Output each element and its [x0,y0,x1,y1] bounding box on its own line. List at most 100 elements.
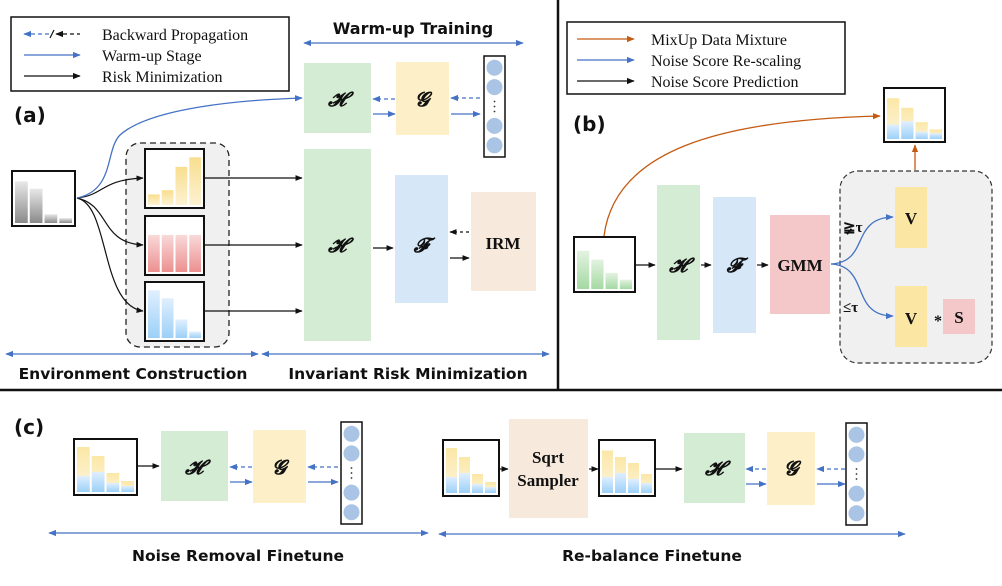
env-construction-label: Environment Construction [19,365,248,383]
arrow-GMM-to-V-lower [830,263,894,320]
ellipsis-dot [493,110,496,113]
output-node [486,117,503,134]
block-warmup-G-label: 𝓖 [415,87,433,111]
histogram-bar-yellow [472,474,483,493]
block-GMM-label: GMM [777,256,822,275]
histogram-bar-yellow [602,450,613,493]
output-node [343,504,360,521]
block-warmup-H [304,63,371,133]
histogram-bar [161,234,174,272]
histogram-c-rebalance-input [442,439,500,497]
output-nodes-c1 [340,421,363,525]
block-IRM-label: IRM [486,234,521,253]
block-c-G2 [767,432,815,505]
block-V-upper-label: V [905,209,918,228]
histogram-bar-blue [915,131,928,139]
panel-a: Backward Propagation Warm-up Stage Risk … [5,16,550,383]
block-IRM [471,192,536,291]
panel-a-label: (a) [14,103,46,127]
block-V-lower-label: V [905,309,918,328]
block-b-F [713,197,756,333]
block-sqrt-sampler [509,419,588,518]
ellipsis-dot [350,472,353,474]
histogram-bar [148,234,160,272]
output-node [343,425,360,442]
multiply-sign: * [934,313,942,330]
legend-a: Backward Propagation Warm-up Stage Risk … [10,16,290,92]
legend-b-rescaling-label: Noise Score Re-scaling [651,53,801,70]
histogram-bar [591,259,604,289]
block-c-G1 [253,430,306,503]
arrow-GMM-to-V-upper [830,214,894,265]
histogram-a-input [11,170,76,227]
legend-a-backward-label: Backward Propagation [102,27,248,44]
sqrt-sampler-label-line2: Sampler [517,471,579,490]
threshold-upper-label: ≩τ [843,220,863,236]
histogram-bar-blue [106,483,120,492]
histogram-bar [15,181,28,223]
histogram-bar [619,279,632,289]
ellipsis-dot [493,105,496,108]
histogram-env-1 [144,148,205,209]
histogram-bar-blue [602,477,613,493]
histogram-bar [161,190,174,205]
block-c-G2-label: 𝓖 [784,456,802,480]
histogram-bar [44,214,58,223]
histogram-bar-blue [459,473,470,493]
histogram-bar [175,234,188,272]
arrow-input-to-warmup-H [76,95,303,199]
histogram-bar-blue [628,479,639,493]
ellipsis-dot [855,478,858,480]
histogram-b-output [883,87,946,143]
block-V-upper [895,187,927,248]
legend-a-risk-label: Risk Minimization [102,69,222,86]
ellipsis-dot [493,100,496,103]
output-node [486,79,503,96]
output-nodes-a [483,55,506,158]
histogram-c-rebalance-output [598,439,656,497]
histogram-bar-blue [615,473,626,493]
block-S-label: S [954,308,963,327]
output-node [848,485,865,502]
block-irm-H [304,149,371,341]
histogram-bar [189,331,201,338]
output-node [486,137,503,154]
arrow-input-to-env2 [76,197,144,248]
legend-b-prediction-label: Noise Score Prediction [651,74,799,91]
histogram-bar [175,166,188,205]
histogram-bar-yellow [628,463,639,493]
irm-label: Invariant Risk Minimization [288,365,527,383]
histogram-bar-blue [887,124,900,139]
histogram-env-2 [144,215,205,276]
output-node [848,446,865,463]
threshold-lower-label: ≤τ [843,300,858,316]
output-nodes-c2 [845,422,868,526]
histogram-bar-yellow [446,448,457,493]
rebalance-label: Re-balance Finetune [562,547,742,565]
noise-removal-label: Noise Removal Finetune [132,547,344,565]
ellipsis-dot [350,477,353,479]
output-node [343,484,360,501]
histogram-bar-blue [901,121,914,139]
histogram-bar [189,234,201,272]
arrow-mixup [603,113,881,237]
histogram-bar [29,188,43,223]
histogram-env-3 [144,281,205,342]
block-c-G1-label: 𝓖 [272,455,290,479]
histogram-bar-blue [446,477,457,493]
ellipsis-dot [855,473,858,475]
legend-b-mixup-label: MixUp Data Mixture [651,32,787,49]
histogram-bar [605,272,618,289]
output-node [848,426,865,443]
sqrt-sampler-label-line1: Sqrt [532,448,564,467]
block-F [395,175,448,303]
histogram-bar [577,250,590,289]
histogram-bar-blue [929,133,942,139]
legend-a-backward-icon [23,29,80,39]
histogram-c-noise-input [73,438,138,496]
block-c-H2 [684,433,745,503]
block-b-H [657,185,700,340]
histogram-bar [161,298,174,338]
block-GMM [770,215,830,314]
